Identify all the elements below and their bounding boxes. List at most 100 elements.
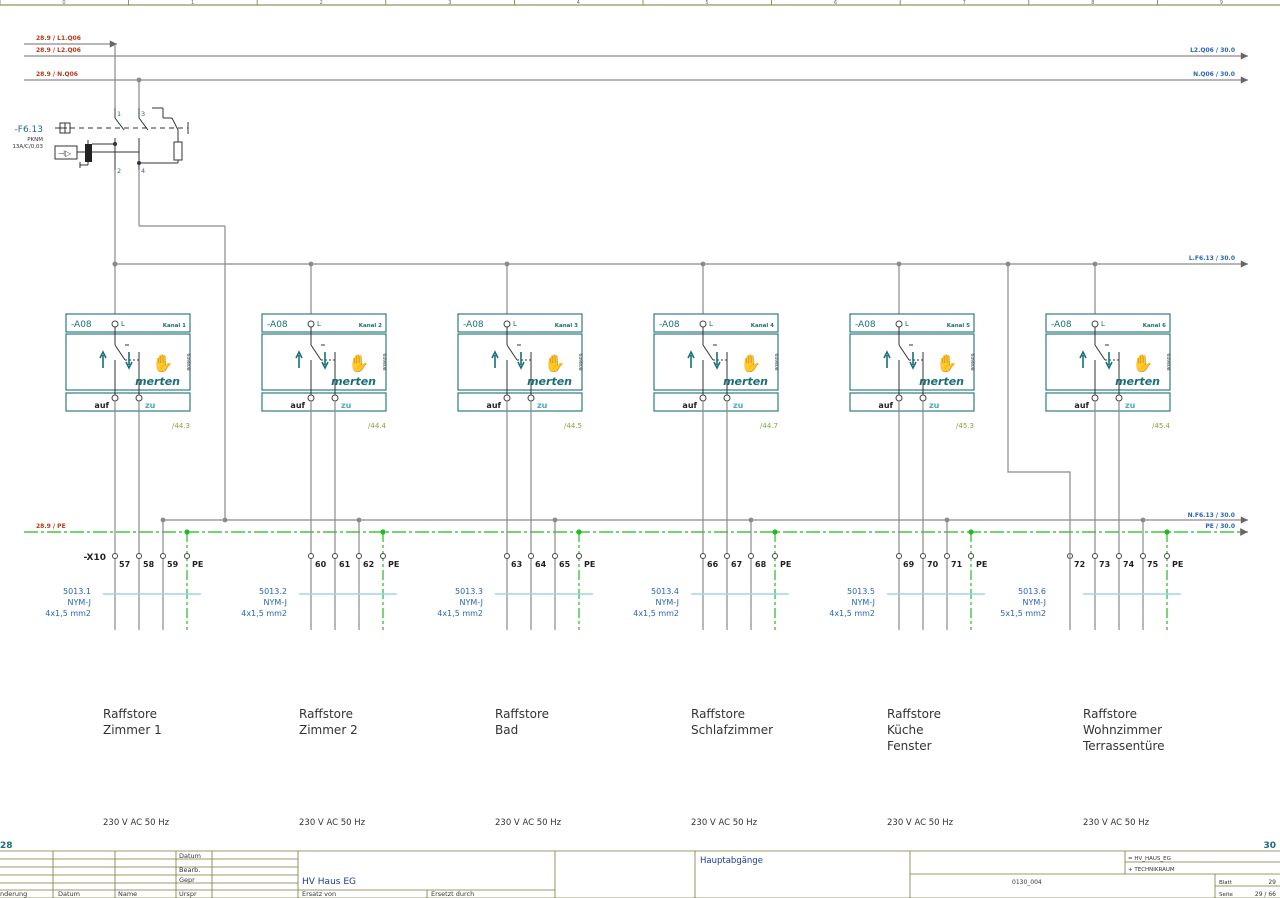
cable-id: 5013.2 — [259, 587, 287, 596]
actuator-side-code: 649808 — [773, 353, 779, 370]
terminal-number: 74 — [1123, 560, 1135, 569]
terminal-pe: PE — [584, 560, 595, 569]
terminal-number: 58 — [143, 560, 155, 569]
arrow-up-icon — [883, 350, 891, 368]
channel-6-l-feed — [1005, 261, 1071, 630]
actuator-side-code: 649808 — [185, 353, 191, 370]
load-voltage: 230 V AC 50 Hz — [887, 818, 954, 828]
actuator-tag: -A08 — [463, 320, 484, 330]
load-description: Wohnzimmer — [1083, 723, 1162, 737]
terminal-strip-tag: -X10 — [84, 553, 106, 563]
merten-logo: merten — [1115, 375, 1160, 388]
cable-type: NYM-J — [264, 598, 287, 607]
tb-location-1: = HV_HAUS_EG — [1128, 856, 1171, 862]
ruler-tick-7: 7 — [963, 0, 966, 6]
arrow-down-icon — [909, 352, 917, 370]
tb-datum: Datum — [179, 852, 201, 860]
load-description: Raffstore — [691, 707, 745, 721]
auf-label: auf — [682, 401, 697, 410]
actuator-tag: -A08 — [71, 320, 92, 330]
arrow-up-icon — [687, 350, 695, 368]
merten-logo: merten — [527, 375, 572, 388]
cable-id: 5013.6 — [1018, 587, 1046, 596]
breaker-pin-2: 2 — [117, 167, 121, 175]
kanal-label: Kanal 1 — [163, 323, 186, 329]
breaker-pin-1: 1 — [117, 110, 121, 118]
load-description: Zimmer 1 — [103, 723, 162, 737]
terminal-number: 72 — [1074, 560, 1085, 569]
rail-label-nf-right: N.F6.13 / 30.0 — [1188, 512, 1235, 519]
tb-aenderung: nderung — [0, 890, 27, 898]
kanal-label: Kanal 3 — [555, 323, 578, 329]
kanal-label: Kanal 6 — [1143, 323, 1166, 329]
cable-id: 5013.5 — [847, 587, 875, 596]
cross-ref: /44.3 — [172, 422, 190, 430]
zu-label: zu — [341, 401, 352, 410]
actuator-tag: -A08 — [267, 320, 288, 330]
zu-label: zu — [733, 401, 744, 410]
load-voltage: 230 V AC 50 Hz — [691, 818, 758, 828]
load-voltage: 230 V AC 50 Hz — [103, 818, 170, 828]
breaker-f613[interactable]: ⊣▷ 1 3 2 4 -F6.13 PKNM 13A/C/0,03 — [12, 44, 228, 523]
tb-seite-label: Seite — [1219, 892, 1234, 898]
cable-id: 5013.1 — [63, 587, 91, 596]
terminal-number: 66 — [707, 560, 719, 569]
auf-label: auf — [94, 401, 109, 410]
merten-logo: merten — [135, 375, 180, 388]
page-next: 30 — [1263, 841, 1276, 851]
cross-ref: /44.4 — [368, 422, 386, 430]
actuator-l-label: L — [513, 320, 517, 328]
tb-function: Hauptabgänge — [700, 856, 763, 866]
actuator-tag: -A08 — [1051, 320, 1072, 330]
terminal-number: 70 — [927, 560, 939, 569]
zu-label: zu — [145, 401, 156, 410]
arrow-up-icon — [1079, 350, 1087, 368]
terminal-pe: PE — [1172, 560, 1183, 569]
load-voltage: 230 V AC 50 Hz — [495, 818, 562, 828]
rail-label-l2-left: 28.9 / L2.Q06 — [36, 47, 81, 54]
cross-ref: /44.7 — [760, 422, 778, 430]
hand-icon: ✋ — [348, 353, 369, 374]
tb-location-2: + TECHNIKRAUM — [1128, 867, 1175, 873]
arrow-up-icon — [99, 350, 107, 368]
terminal-number: 73 — [1099, 560, 1110, 569]
cross-ref: /45.4 — [1152, 422, 1170, 430]
cross-ref: /44.5 — [564, 422, 582, 430]
merten-logo: merten — [919, 375, 964, 388]
hand-icon: ✋ — [936, 353, 957, 374]
cross-ref: /45.3 — [956, 422, 974, 430]
terminal-pe: PE — [388, 560, 399, 569]
terminal-number: 75 — [1147, 560, 1159, 569]
load-description: Raffstore — [103, 707, 157, 721]
terminal-number: 65 — [559, 560, 571, 569]
terminal-number: 62 — [363, 560, 374, 569]
load-description: Zimmer 2 — [299, 723, 358, 737]
tb-ersetzt-durch: Ersetzt durch — [431, 890, 474, 898]
ruler-tick-0: 0 — [62, 0, 65, 6]
load-description: Schlafzimmer — [691, 723, 773, 737]
arrow-down-icon — [125, 352, 133, 370]
tb-blatt: 29 — [1268, 879, 1276, 886]
actuator-l-label: L — [905, 320, 909, 328]
kanal-label: Kanal 5 — [947, 323, 970, 329]
ruler-tick-4: 4 — [577, 0, 580, 6]
auf-label: auf — [290, 401, 305, 410]
kanal-label: Kanal 2 — [359, 323, 382, 329]
auf-label: auf — [878, 401, 893, 410]
actuator-side-code: 649808 — [1165, 353, 1171, 370]
cable-type: NYM-J — [852, 598, 875, 607]
cable-size: 4x1,5 mm2 — [633, 609, 679, 618]
svg-text:⊣▷: ⊣▷ — [58, 149, 72, 158]
rail-label-pe-left: 28.9 / PE — [36, 523, 66, 530]
load-description: Fenster — [887, 739, 932, 753]
